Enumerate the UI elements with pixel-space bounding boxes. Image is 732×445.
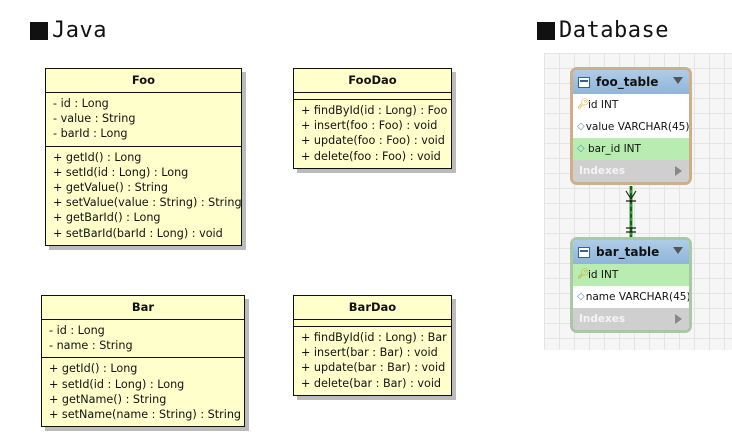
methods-section: + findById(id : Long) : Bar + insert(bar… xyxy=(294,326,451,395)
attribute: - id : Long xyxy=(53,97,109,110)
method: + findById(id : Long) : Bar xyxy=(301,331,447,344)
uml-class-foodao[interactable]: FooDao + findById(id : Long) : Foo + ins… xyxy=(293,68,452,169)
db-table-bar[interactable]: bar_table 🔑︎ id INT ◇ name VARCHAR(45) I… xyxy=(570,237,692,333)
db-table-foo[interactable]: foo_table 🔑︎ id INT ◇ value VARCHAR(45) … xyxy=(570,67,692,185)
class-name: BarDao xyxy=(294,296,451,320)
methods-section: + getId() : Long + setId(id : Long) : Lo… xyxy=(42,357,244,426)
indexes-section[interactable]: Indexes xyxy=(573,160,689,182)
class-name: Foo xyxy=(46,69,241,93)
table-column-row[interactable]: ◇ value VARCHAR(45) xyxy=(573,116,689,138)
square-bullet-icon xyxy=(30,21,48,40)
class-name: Bar xyxy=(42,296,244,320)
attribute: - id : Long xyxy=(49,324,105,337)
attribute: - name : String xyxy=(49,339,133,353)
indexes-label: Indexes xyxy=(579,313,626,325)
column-label: bar_id INT xyxy=(588,143,641,155)
database-section-title: Database xyxy=(537,18,669,43)
method: + getId() : Long xyxy=(53,150,142,164)
diamond-icon: ◇ xyxy=(577,143,585,154)
table-name: bar_table xyxy=(596,245,660,259)
method: + getBarId() : Long xyxy=(53,211,161,225)
method: + delete(foo : Foo) : void xyxy=(301,149,441,163)
table-column-row[interactable]: ◇ bar_id INT xyxy=(573,138,689,160)
column-label: id INT xyxy=(588,269,619,281)
uml-class-bardao[interactable]: BarDao + findById(id : Long) : Bar + ins… xyxy=(293,295,452,396)
collapse-arrow-icon[interactable] xyxy=(673,77,683,84)
table-column-row[interactable]: ◇ name VARCHAR(45) xyxy=(573,286,689,308)
key-icon: 🔑︎ xyxy=(577,99,590,110)
method: + update(foo : Foo) : void xyxy=(301,134,445,148)
table-column-row[interactable]: 🔑︎ id INT xyxy=(573,264,689,286)
method: + findById(id : Long) : Foo xyxy=(301,104,448,117)
column-label: id INT xyxy=(588,99,619,111)
table-header[interactable]: foo_table xyxy=(573,70,689,94)
method: + insert(bar : Bar) : void xyxy=(301,346,438,360)
indexes-label: Indexes xyxy=(579,165,626,177)
table-header[interactable]: bar_table xyxy=(573,240,689,264)
collapse-arrow-icon[interactable] xyxy=(673,247,683,254)
method: + getValue() : String xyxy=(53,180,169,194)
attributes-section: - id : Long - name : String xyxy=(42,320,244,357)
square-bullet-icon xyxy=(537,21,555,40)
method: + setId(id : Long) : Long xyxy=(53,165,189,179)
attributes-section: - id : Long - value : String - barId : L… xyxy=(46,93,241,146)
method: + setId(id : Long) : Long xyxy=(49,377,185,391)
attribute: - value : String xyxy=(53,112,136,126)
column-label: value VARCHAR(45) xyxy=(585,121,690,133)
database-title-text: Database xyxy=(559,18,669,43)
method: + delete(bar : Bar) : void xyxy=(301,376,442,390)
diamond-icon: ◇ xyxy=(577,291,585,302)
java-title-text: Java xyxy=(52,18,107,43)
method: + insert(foo : Foo) : void xyxy=(301,119,438,133)
table-name: foo_table xyxy=(596,75,659,89)
method: + update(bar : Bar) : void xyxy=(301,361,446,375)
java-section-title: Java xyxy=(30,18,107,43)
method: + setBarId(barId : Long) : void xyxy=(53,226,223,240)
method: + setName(name : String) : String xyxy=(49,407,242,421)
attribute: - barId : Long xyxy=(53,127,128,141)
methods-section: + getId() : Long + setId(id : Long) : Lo… xyxy=(46,145,242,245)
indexes-section[interactable]: Indexes xyxy=(573,308,689,330)
diamond-icon: ◇ xyxy=(577,121,585,132)
table-column-row[interactable]: 🔑︎ id INT xyxy=(573,94,689,116)
column-label: name VARCHAR(45) xyxy=(585,291,691,303)
table-icon xyxy=(578,76,590,88)
uml-class-foo[interactable]: Foo - id : Long - value : String - barId… xyxy=(45,68,242,246)
method: + getName() : String xyxy=(49,392,167,406)
methods-section: + findById(id : Long) : Foo + insert(foo… xyxy=(294,99,451,168)
key-icon: 🔑︎ xyxy=(577,269,590,280)
expand-arrow-icon[interactable] xyxy=(675,314,682,324)
class-name: FooDao xyxy=(294,69,451,93)
method: + setValue(value : String) : String xyxy=(53,196,242,210)
uml-class-bar[interactable]: Bar - id : Long - name : String + getId(… xyxy=(41,295,245,428)
expand-arrow-icon[interactable] xyxy=(675,166,682,176)
table-icon xyxy=(578,246,590,258)
method: + getId() : Long xyxy=(49,362,138,376)
